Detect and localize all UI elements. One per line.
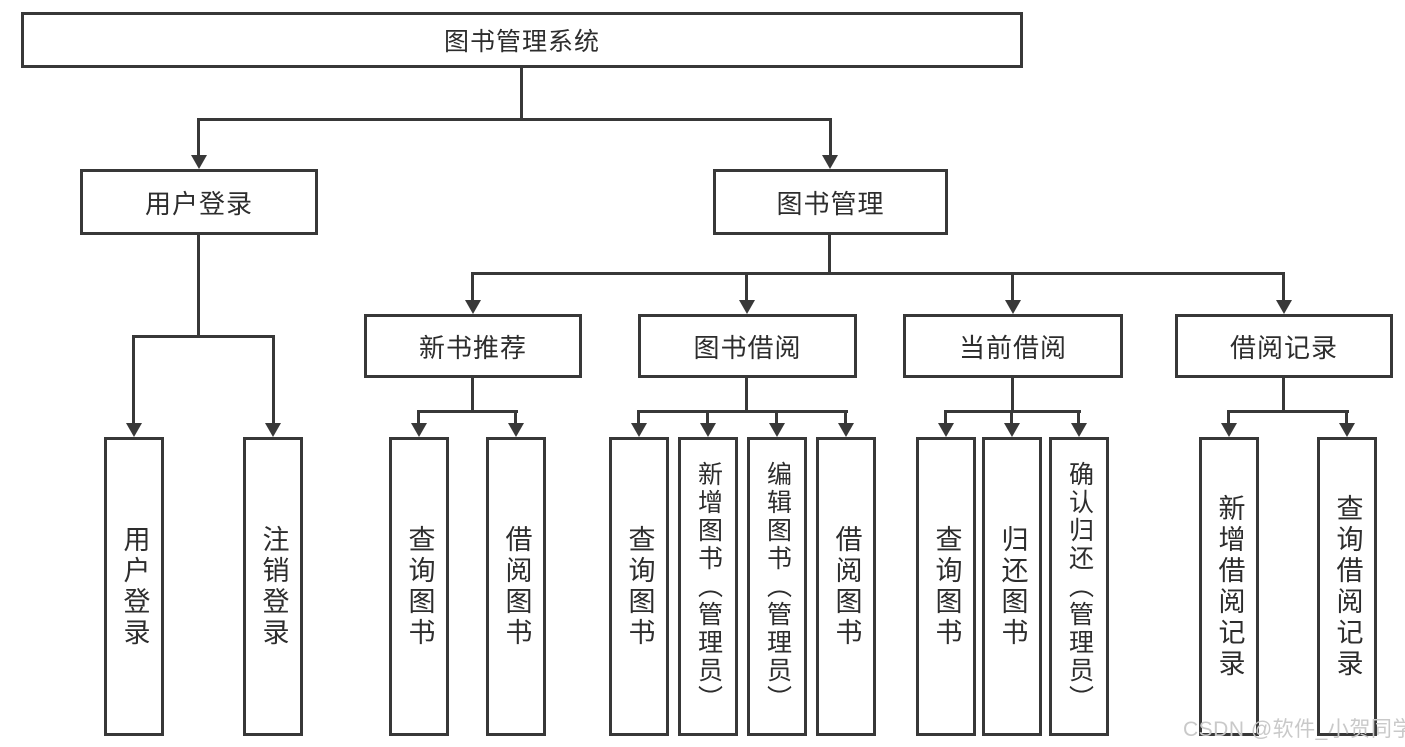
connector-line bbox=[1010, 410, 1013, 424]
connector-line bbox=[272, 335, 275, 424]
connector-line bbox=[197, 118, 832, 121]
connector-line bbox=[944, 410, 947, 424]
connector-line bbox=[471, 272, 1285, 275]
csdn-watermark: CSDN @软件_小贺同学 bbox=[1183, 718, 1405, 741]
leaf-query-book-2: 查询图书 bbox=[609, 437, 669, 736]
arrow-down-icon bbox=[1071, 423, 1087, 437]
leaf-add-book-admin-label: 新增图书（管理员） bbox=[694, 460, 723, 713]
node-book-management: 图书管理 bbox=[713, 169, 948, 235]
arrow-down-icon bbox=[631, 423, 647, 437]
leaf-query-book-3: 查询图书 bbox=[916, 437, 976, 736]
node-book-management-label: 图书管理 bbox=[776, 188, 885, 219]
arrow-down-icon bbox=[411, 423, 427, 437]
node-new-book-recommend-label: 新书推荐 bbox=[418, 332, 527, 363]
node-new-book-recommend: 新书推荐 bbox=[364, 314, 582, 378]
leaf-return-book: 归还图书 bbox=[982, 437, 1042, 736]
arrow-down-icon bbox=[938, 423, 954, 437]
connector-line bbox=[417, 410, 518, 413]
connector-line bbox=[417, 410, 420, 424]
connector-line bbox=[132, 335, 135, 424]
connector-line bbox=[829, 118, 832, 156]
connector-line bbox=[471, 378, 474, 413]
connector-line bbox=[514, 410, 517, 424]
leaf-query-book-1-label: 查询图书 bbox=[404, 524, 435, 649]
leaf-query-book-3-label: 查询图书 bbox=[931, 524, 962, 649]
leaf-edit-book-admin: 编辑图书（管理员） bbox=[747, 437, 807, 736]
connector-line bbox=[197, 118, 200, 156]
connector-line bbox=[637, 410, 640, 424]
leaf-confirm-return-admin-label: 确认归还（管理员） bbox=[1065, 460, 1094, 713]
arrow-down-icon bbox=[1339, 423, 1355, 437]
leaf-borrow-book-2-label: 借阅图书 bbox=[831, 524, 862, 649]
connector-line bbox=[844, 410, 847, 424]
leaf-query-borrow-record: 查询借阅记录 bbox=[1317, 437, 1377, 736]
connector-line bbox=[1077, 410, 1080, 424]
node-user-login-label: 用户登录 bbox=[144, 188, 253, 219]
arrow-down-icon bbox=[822, 155, 838, 169]
arrow-down-icon bbox=[1221, 423, 1237, 437]
arrow-down-icon bbox=[1004, 423, 1020, 437]
node-borrow-record-label: 借阅记录 bbox=[1229, 332, 1338, 363]
leaf-borrow-book-1: 借阅图书 bbox=[486, 437, 546, 736]
leaf-confirm-return-admin: 确认归还（管理员） bbox=[1049, 437, 1109, 736]
arrow-down-icon bbox=[1276, 300, 1292, 314]
leaf-edit-book-admin-label: 编辑图书（管理员） bbox=[763, 460, 792, 713]
connector-line bbox=[706, 410, 709, 424]
arrow-down-icon bbox=[465, 300, 481, 314]
connector-line bbox=[1227, 410, 1349, 413]
leaf-query-borrow-record-label: 查询借阅记录 bbox=[1332, 493, 1363, 680]
node-user-login: 用户登录 bbox=[80, 169, 318, 235]
connector-line bbox=[637, 410, 848, 413]
leaf-query-book-2-label: 查询图书 bbox=[624, 524, 655, 649]
connector-line bbox=[745, 272, 748, 302]
leaf-logout: 注销登录 bbox=[243, 437, 303, 736]
leaf-add-borrow-record: 新增借阅记录 bbox=[1199, 437, 1259, 736]
arrow-down-icon bbox=[508, 423, 524, 437]
connector-line bbox=[1282, 378, 1285, 413]
leaf-user-login-label: 用户登录 bbox=[119, 524, 150, 649]
arrow-down-icon bbox=[1005, 300, 1021, 314]
connector-line bbox=[1011, 272, 1014, 302]
connector-line bbox=[828, 233, 831, 275]
node-library-system-label: 图书管理系统 bbox=[443, 28, 600, 56]
arrow-down-icon bbox=[191, 155, 207, 169]
connector-line bbox=[132, 335, 275, 338]
leaf-user-login: 用户登录 bbox=[104, 437, 164, 736]
arrow-down-icon bbox=[739, 300, 755, 314]
node-library-system: 图书管理系统 bbox=[21, 12, 1023, 68]
leaf-logout-label: 注销登录 bbox=[258, 524, 289, 649]
connector-line bbox=[520, 66, 523, 119]
connector-line bbox=[1011, 378, 1014, 413]
leaf-query-book-1: 查询图书 bbox=[389, 437, 449, 736]
connector-line bbox=[1282, 272, 1285, 302]
connector-line bbox=[471, 272, 474, 302]
leaf-borrow-book-1-label: 借阅图书 bbox=[501, 524, 532, 649]
leaf-add-borrow-record-label: 新增借阅记录 bbox=[1214, 493, 1245, 680]
connector-line bbox=[745, 378, 748, 413]
arrow-down-icon bbox=[126, 423, 142, 437]
connector-line bbox=[1345, 410, 1348, 424]
arrow-down-icon bbox=[265, 423, 281, 437]
arrow-down-icon bbox=[700, 423, 716, 437]
node-current-borrow: 当前借阅 bbox=[903, 314, 1123, 378]
arrow-down-icon bbox=[769, 423, 785, 437]
leaf-add-book-admin: 新增图书（管理员） bbox=[678, 437, 738, 736]
node-current-borrow-label: 当前借阅 bbox=[958, 332, 1067, 363]
connector-line bbox=[775, 410, 778, 424]
node-book-borrow: 图书借阅 bbox=[638, 314, 857, 378]
leaf-return-book-label: 归还图书 bbox=[997, 524, 1028, 649]
arrow-down-icon bbox=[838, 423, 854, 437]
node-book-borrow-label: 图书借阅 bbox=[693, 332, 802, 363]
connector-line bbox=[1227, 410, 1230, 424]
connector-line bbox=[197, 233, 200, 338]
leaf-borrow-book-2: 借阅图书 bbox=[816, 437, 876, 736]
node-borrow-record: 借阅记录 bbox=[1175, 314, 1393, 378]
